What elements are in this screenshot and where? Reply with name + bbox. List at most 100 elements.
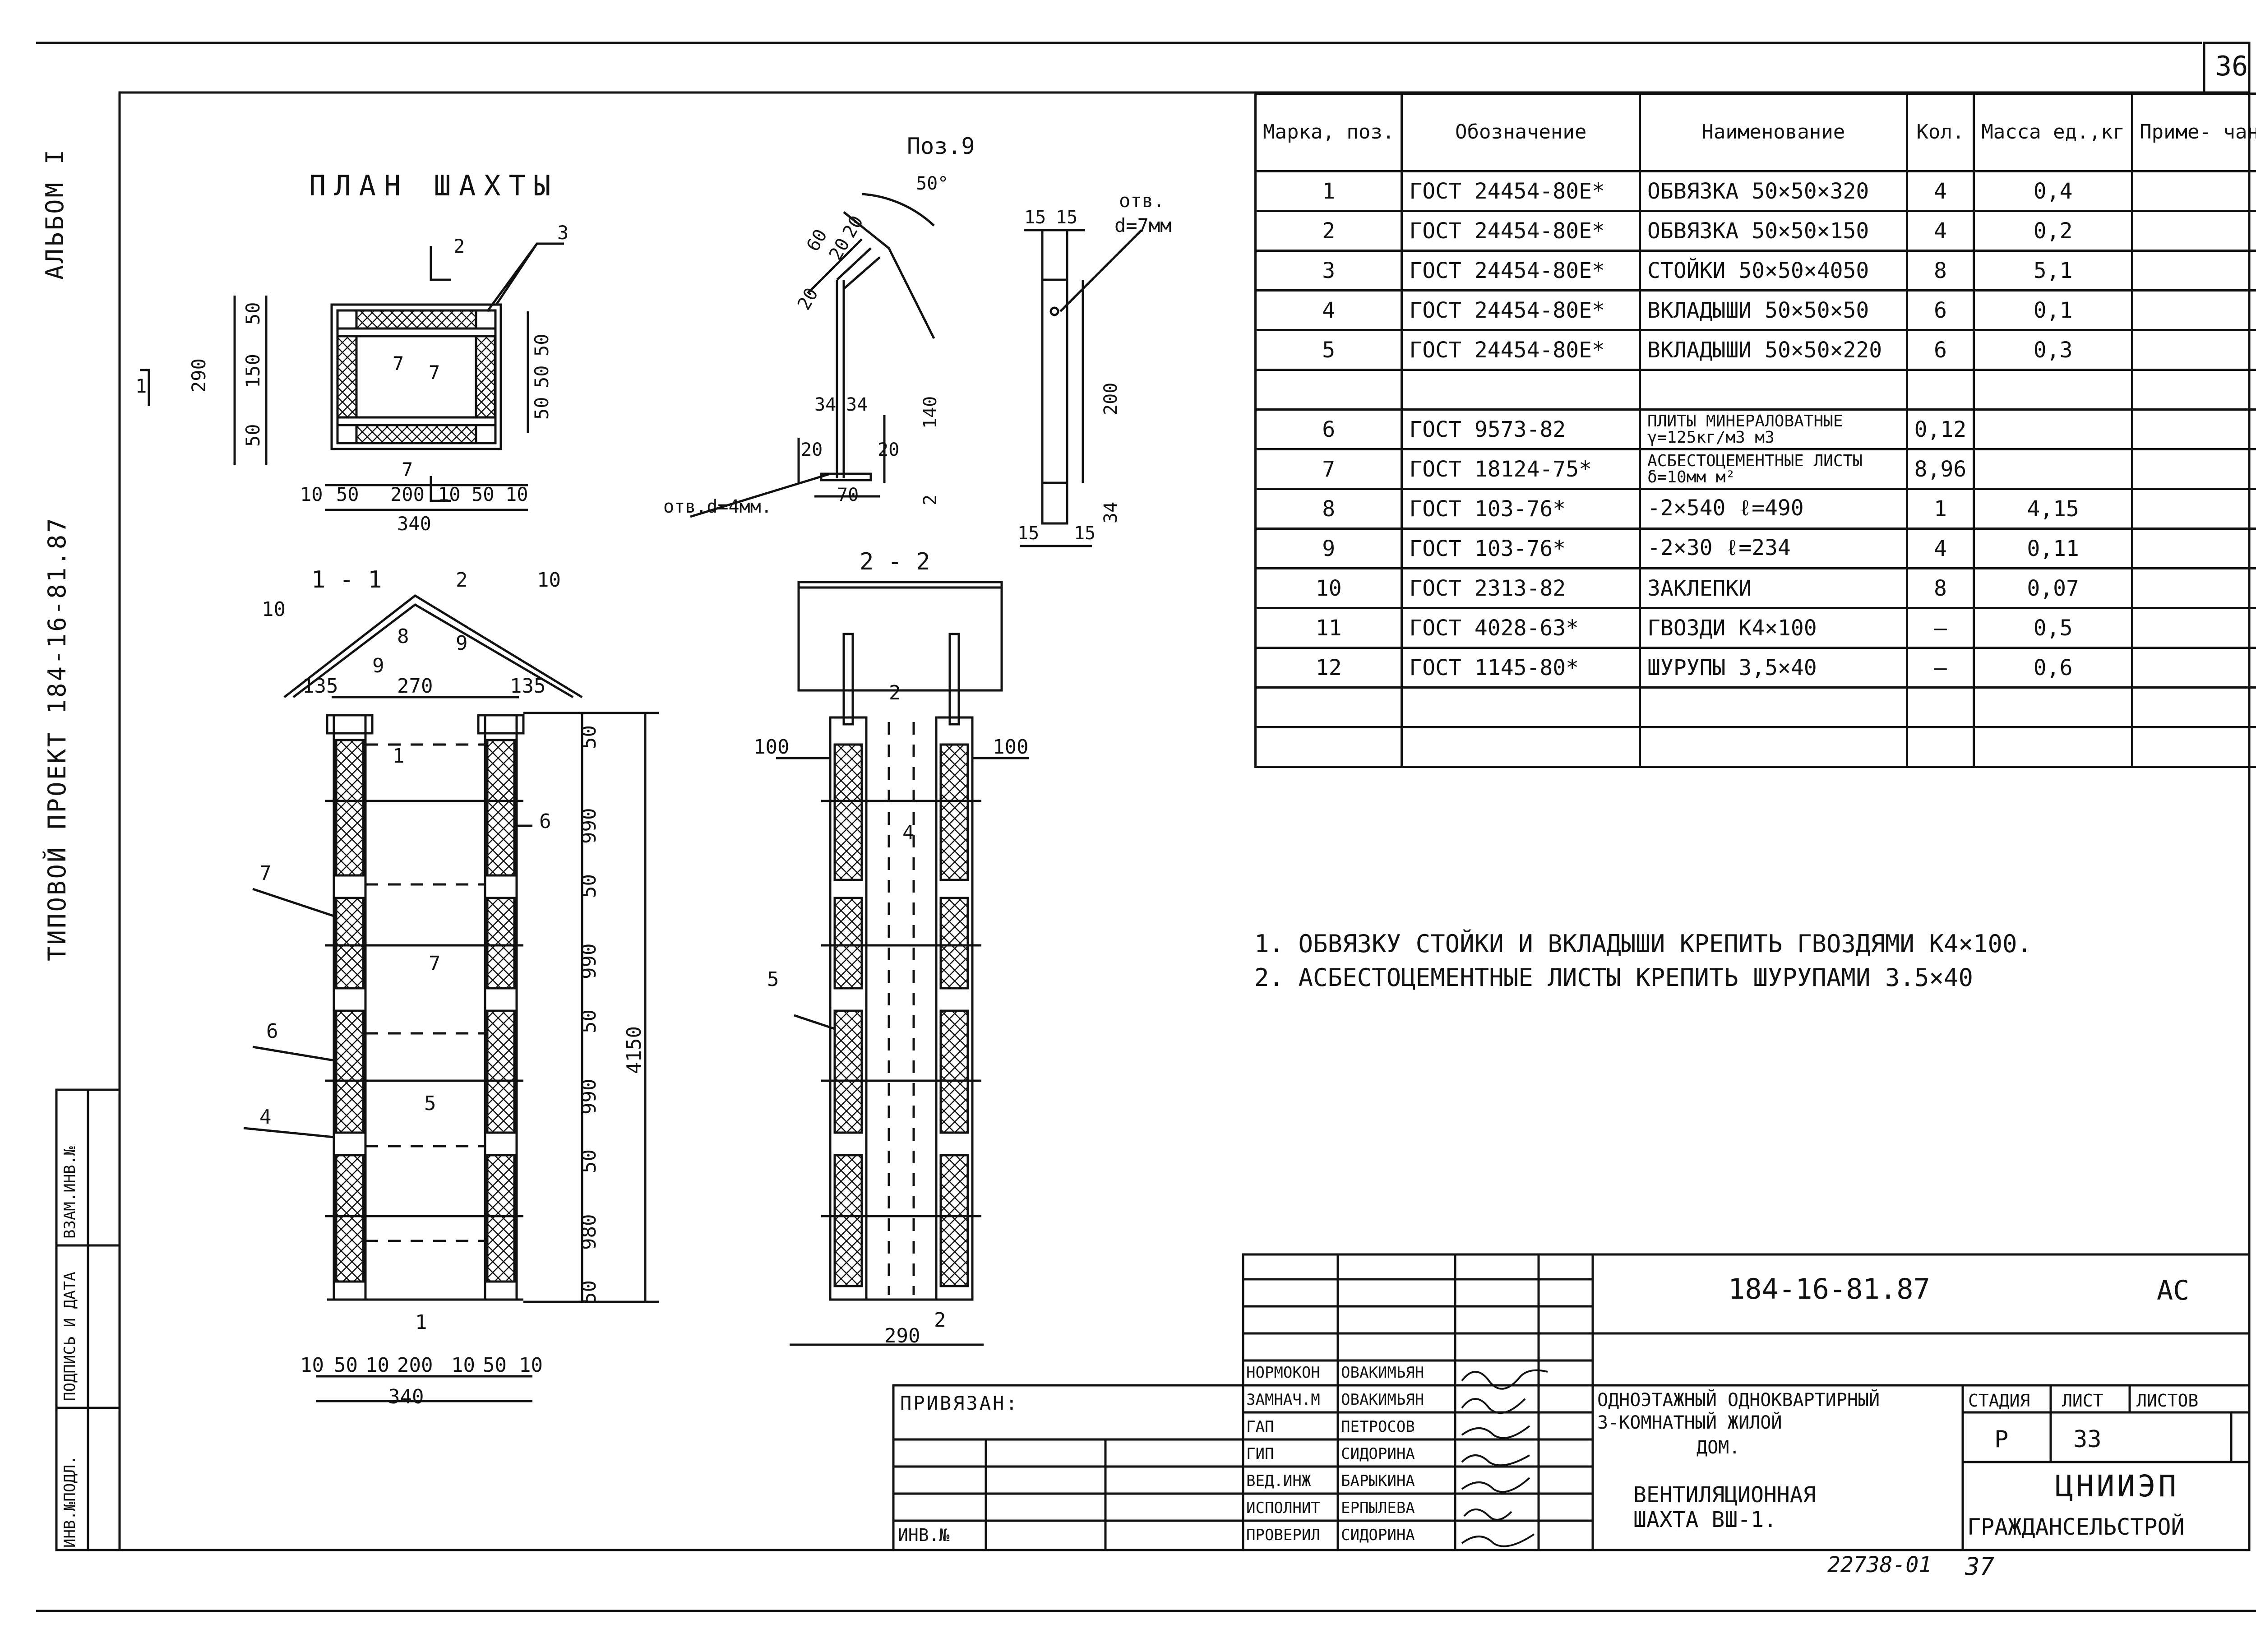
pos9-dim-20e: 20	[878, 440, 899, 460]
stage-value: Р	[1994, 1426, 2009, 1453]
table-cell	[1254, 369, 1403, 411]
table-cell: 6	[1905, 289, 1975, 331]
plan-dim-290: 290	[188, 358, 210, 393]
s11-callout-9a: 9	[372, 654, 384, 677]
s11-callout-1bot: 1	[415, 1311, 427, 1334]
table-cell: -2×540 ℓ=490	[1639, 488, 1908, 530]
sheet-title-2: ШАХТА ВШ-1.	[1633, 1507, 1777, 1532]
pos9-angle: 50°	[916, 173, 948, 194]
s11-dim-b200: 200	[397, 1354, 433, 1377]
s11-roof-135a: 135	[302, 675, 338, 698]
section11-title: 1 - 1	[311, 566, 382, 593]
table-cell: 3	[1254, 250, 1403, 292]
object-title-2: 3-КОМНАТНЫЙ ЖИЛОЙ	[1597, 1412, 1782, 1433]
strip-dim-15d: 15	[1074, 523, 1096, 544]
s11-callout-7b: 7	[429, 952, 441, 975]
table-cell: 4	[1254, 289, 1403, 331]
table-cell: 4	[1905, 210, 1975, 252]
table-cell	[1905, 726, 1975, 768]
s11-dim-b10b: 10	[365, 1354, 389, 1377]
sheet-value: 33	[2073, 1426, 2102, 1453]
table-cell: 5,1	[1973, 250, 2134, 292]
signature-role: НОРМОКОН	[1246, 1364, 1320, 1382]
table-cell: 0,3	[1973, 329, 2134, 371]
strip-dim-15c: 15	[1017, 523, 1039, 544]
note-2: 2. АСБЕСТОЦЕМЕНТНЫЕ ЛИСТЫ КРЕПИТЬ ШУРУПА…	[1254, 963, 1974, 992]
sheet-number: 36	[2215, 51, 2248, 82]
s22-callout-2bot: 2	[934, 1309, 946, 1332]
table-cell: 1	[1254, 170, 1403, 212]
table-cell: 12	[1254, 647, 1403, 689]
s22-callout-2top: 2	[889, 681, 901, 704]
table-cell	[2131, 210, 2256, 252]
table-cell	[2131, 408, 2256, 450]
s11-dim-b10a: 10	[300, 1354, 324, 1377]
table-cell	[2131, 607, 2256, 649]
col-qty: Кол.	[1905, 93, 1975, 172]
table-cell: 0,2	[1973, 210, 2134, 252]
s11-roof-135b: 135	[510, 675, 546, 698]
table-cell	[2131, 289, 2256, 331]
pos9-hole-label: отв.d=4мм.	[663, 496, 772, 517]
pos9-dim-70: 70	[837, 485, 859, 505]
signature-role: ГИП	[1246, 1445, 1274, 1463]
table-cell	[1905, 686, 1975, 728]
signature-role: ВЕД.ИНЖ	[1246, 1472, 1311, 1490]
plan-title: ПЛАН ШАХТЫ	[309, 169, 559, 202]
table-cell: ВКЛАДЫШИ 50×50×50	[1639, 289, 1908, 331]
table-cell	[1401, 686, 1641, 728]
s11-dim-50e: 50	[578, 1280, 601, 1304]
s11-dim-4150: 4150	[623, 1026, 646, 1074]
table-cell: ГОСТ 24454-80Е*	[1401, 329, 1641, 371]
s11-roof-270: 270	[397, 675, 433, 698]
table-cell	[2131, 250, 2256, 292]
s11-dim-b340: 340	[388, 1385, 424, 1408]
table-cell: -2×30 ℓ=234	[1639, 528, 1908, 569]
table-cell	[1973, 686, 2134, 728]
org-name: ЦНИИЭП	[2055, 1469, 2179, 1504]
signature-role: ИСПОЛНИТ	[1246, 1499, 1320, 1517]
plan-dim-150: 150	[242, 354, 264, 388]
table-cell: 4,15	[1973, 488, 2134, 530]
plan-section-2: 2	[453, 235, 465, 257]
plan-callout-3: 3	[557, 222, 569, 244]
table-cell	[1639, 726, 1908, 768]
table-cell: 0,4	[1973, 170, 2134, 212]
s22-callout-4: 4	[902, 821, 915, 844]
table-cell: 0,07	[1973, 567, 2134, 609]
s11-callout-10l: 10	[262, 598, 286, 621]
table-cell: 0,12	[1905, 408, 1975, 450]
table-cell: ОБВЯЗКА 50×50×150	[1639, 210, 1908, 252]
s11-callout-4: 4	[259, 1106, 272, 1129]
specification-table: Марка, поз. Обозначение Наименование Кол…	[1254, 93, 2256, 768]
col-name: Наименование	[1639, 93, 1908, 172]
table-cell	[1254, 686, 1403, 728]
table-cell: ГВОЗДИ К4×100	[1639, 607, 1908, 649]
pos9-dim-20d: 20	[801, 440, 823, 460]
col-designation: Обозначение	[1401, 93, 1641, 172]
table-cell	[2131, 329, 2256, 371]
table-cell: 1	[1905, 488, 1975, 530]
table-cell	[2131, 448, 2256, 490]
signature-name: ОВАКИМЬЯН	[1341, 1364, 1424, 1382]
archive-number: 22738-01	[1827, 1552, 1932, 1578]
bound-label: ПРИВЯЗАН:	[900, 1392, 1019, 1414]
table-cell: 8	[1905, 250, 1975, 292]
table-cell: ВКЛАДЫШИ 50×50×220	[1639, 329, 1908, 371]
s22-dim-290: 290	[884, 1324, 920, 1347]
table-cell	[2131, 567, 2256, 609]
s22-callout-5: 5	[767, 968, 779, 991]
table-cell: 5	[1254, 329, 1403, 371]
pos9-title: Поз.9	[907, 133, 975, 159]
note-1: 1. ОБВЯЗКУ СТОЙКИ И ВКЛАДЫШИ КРЕПИТЬ ГВО…	[1254, 930, 2032, 958]
table-cell: ГОСТ 24454-80Е*	[1401, 250, 1641, 292]
table-cell	[2131, 686, 2256, 728]
table-cell	[1973, 448, 2134, 490]
s11-callout-10r: 10	[537, 569, 561, 592]
table-cell: ШУРУПЫ 3,5×40	[1639, 647, 1908, 689]
section11-drawing: 10 2 10 8 9 9 135 270 135 1 6 7 7 6 5 4 …	[243, 569, 659, 1408]
